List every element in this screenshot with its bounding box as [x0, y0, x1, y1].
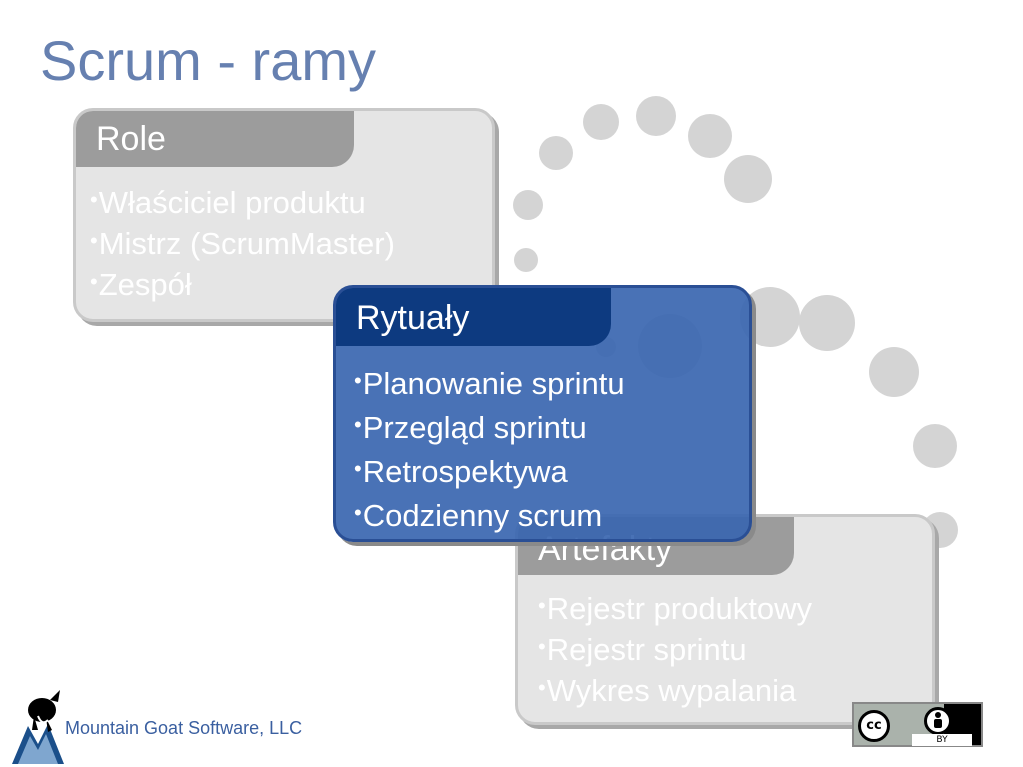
bullet-icon: • — [90, 187, 98, 212]
list-item: •Zespół — [90, 267, 192, 302]
bullet-icon: • — [354, 456, 362, 481]
dot — [583, 104, 619, 140]
list-item: •Rejestr produktowy — [538, 591, 813, 626]
bullet-icon: • — [354, 500, 362, 525]
bullet-icon: • — [538, 675, 546, 700]
footer: Mountain Goat Software, LLC — [8, 686, 308, 766]
bullet-icon: • — [354, 412, 362, 437]
cc-icon: cc — [858, 710, 890, 742]
rituals-list: •Planowanie sprintu •Przegląd sprintu •R… — [354, 360, 625, 536]
bullet-icon: • — [354, 368, 362, 393]
slide-title: Scrum - ramy — [40, 29, 376, 92]
mountain-goat-logo-icon — [12, 690, 64, 764]
roles-list: •Właściciel produktu •Mistrz (ScrumMaste… — [90, 181, 395, 304]
bullet-icon: • — [538, 593, 546, 618]
creative-commons-by-icon[interactable]: cc BY — [852, 702, 983, 747]
dot — [869, 347, 919, 397]
person-icon — [934, 712, 942, 728]
artifacts-box: Artefakty •Rejestr produktowy •Rejestr s… — [515, 514, 935, 725]
list-item: •Przegląd sprintu — [354, 410, 587, 445]
roles-header: Role — [76, 111, 354, 167]
dot — [913, 424, 957, 468]
dot — [724, 155, 772, 203]
artifacts-list: •Rejestr produktowy •Rejestr sprintu •Wy… — [538, 587, 812, 710]
rituals-box: Rytuały •Planowanie sprintu •Przegląd sp… — [333, 285, 752, 542]
attribution-person-icon — [924, 707, 952, 735]
bullet-icon: • — [90, 228, 98, 253]
dot — [636, 96, 676, 136]
by-label: BY — [912, 734, 972, 746]
company-name: Mountain Goat Software, LLC — [65, 718, 303, 738]
bullet-icon: • — [538, 634, 546, 659]
list-item: •Właściciel produktu — [90, 185, 366, 220]
dot — [740, 287, 800, 347]
rituals-header: Rytuały — [336, 288, 611, 346]
dot — [514, 248, 538, 272]
dot — [513, 190, 543, 220]
dot — [688, 114, 732, 158]
list-item: •Retrospektywa — [354, 454, 568, 489]
list-item: •Codzienny scrum — [354, 498, 603, 533]
bullet-icon: • — [90, 269, 98, 294]
dot — [799, 295, 855, 351]
list-item: •Wykres wypalania — [538, 673, 797, 708]
list-item: •Planowanie sprintu — [354, 366, 625, 401]
list-item: •Rejestr sprintu — [538, 632, 747, 667]
list-item: •Mistrz (ScrumMaster) — [90, 226, 395, 261]
dot — [539, 136, 573, 170]
